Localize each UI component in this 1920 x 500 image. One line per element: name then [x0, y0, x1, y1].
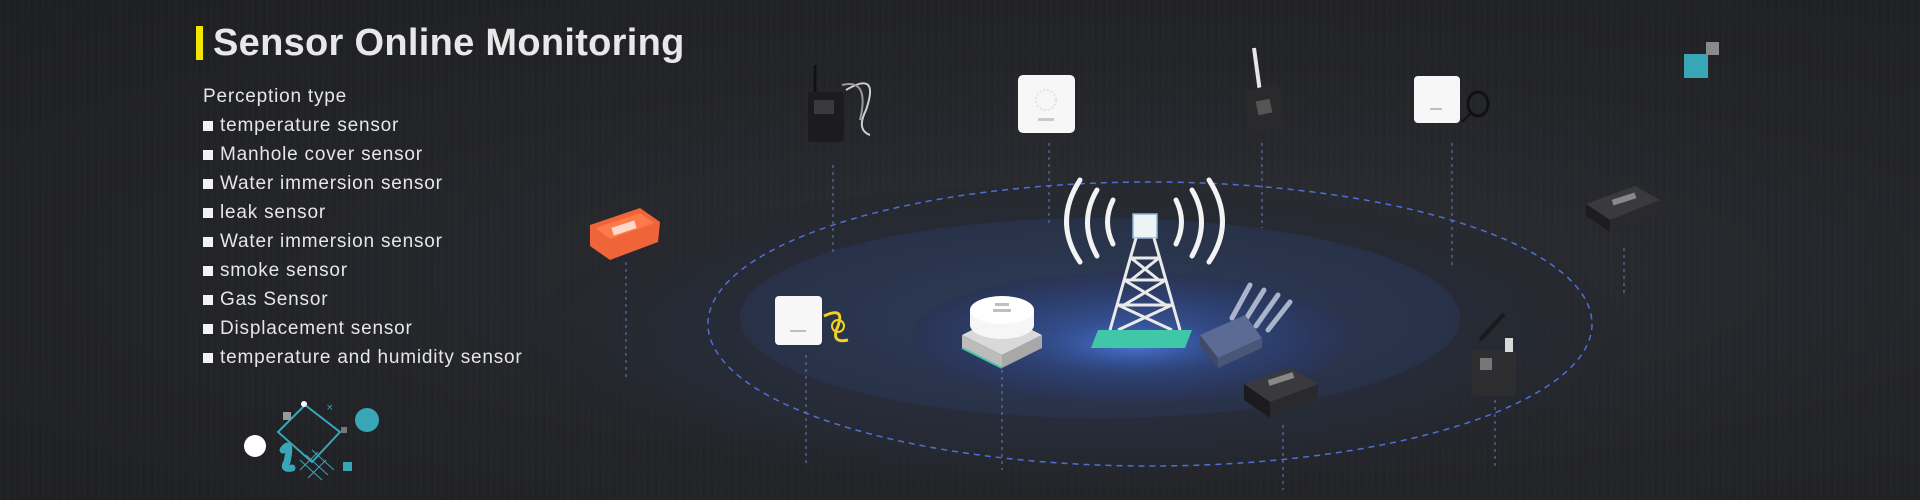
list-item: temperature and humidity sensor: [203, 343, 523, 372]
bullet-square-icon: [203, 352, 213, 363]
bullet-square-icon: [203, 323, 213, 334]
list-item: Gas Sensor: [203, 285, 523, 314]
list-item: leak sensor: [203, 198, 523, 227]
corner-squares-icon: [1684, 42, 1728, 86]
perception-heading: Perception type: [203, 86, 348, 107]
list-item: Displacement sensor: [203, 314, 523, 343]
smoke-detector-icon: [961, 296, 1042, 369]
black-sensor-right: [1586, 186, 1660, 232]
portable-sensor: [808, 65, 871, 142]
title-accent-bar: [196, 26, 203, 60]
list-item: Water immersion sensor: [203, 227, 523, 256]
orange-sensor: [590, 208, 660, 260]
list-item: Water immersion sensor: [203, 169, 523, 198]
gateway-router-icon: [1200, 282, 1293, 368]
corner-square-teal: [1684, 54, 1708, 78]
bullet-square-icon: [203, 149, 213, 160]
white-box-sensor-top: [1018, 75, 1075, 133]
page-title: Sensor Online Monitoring: [196, 18, 685, 68]
corner-square-grey: [1706, 42, 1719, 55]
list-item: Manhole cover sensor: [203, 140, 523, 169]
connector-lines: [625, 143, 1625, 490]
white-box-sensor-cable: [1414, 76, 1490, 123]
antenna-sensor: [1245, 47, 1285, 135]
bullet-square-icon: [203, 236, 213, 247]
svg-text:×: ×: [326, 403, 334, 413]
signal-tower-icon: [1064, 177, 1225, 348]
bullet-square-icon: [203, 178, 213, 189]
white-sensor-yellow-cable: [775, 296, 849, 345]
title-text: Sensor Online Monitoring: [213, 21, 685, 64]
antenna-sensor-right: [1472, 312, 1516, 396]
bullet-square-icon: [203, 120, 213, 131]
dashed-orbit: [707, 181, 1593, 467]
bullet-square-icon: [203, 294, 213, 305]
list-item: temperature sensor: [203, 111, 523, 140]
perception-list: Perception type temperature sensor Manho…: [203, 82, 523, 372]
bullet-square-icon: [203, 265, 213, 276]
list-item: smoke sensor: [203, 256, 523, 285]
decor-graphic: ×: [244, 401, 379, 481]
bullet-square-icon: [203, 207, 213, 218]
black-sensor-front: [1244, 368, 1318, 418]
